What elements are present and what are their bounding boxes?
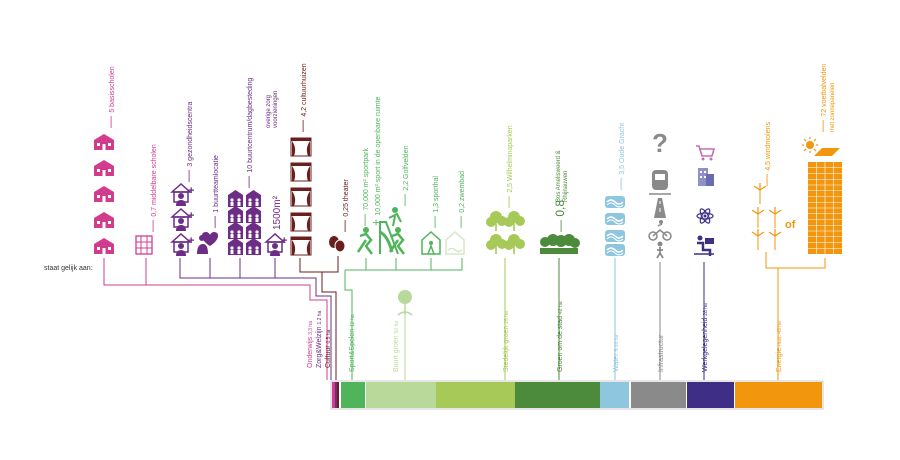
water-icon [604, 195, 626, 257]
bar-segment-werk [687, 382, 734, 408]
sports-icon [388, 227, 405, 255]
category-label-energie: Energie max. 49 ha [776, 321, 783, 372]
bar-segment-water [600, 382, 629, 408]
health-icon: + + + [171, 183, 194, 256]
label-dagbesteding: — 10 buurtcentrum/dagbesteding [241, 78, 255, 188]
bar-segment-buurtgroen [366, 382, 436, 408]
label-openbare-ruimte: + 10,000 m² sport in de openbare ruimte [369, 96, 383, 226]
atom-icon [696, 208, 714, 224]
bar-segment-energie [735, 382, 822, 408]
pedestrian-icon [656, 241, 664, 259]
road-icon [654, 198, 666, 218]
svg-text:+: + [188, 185, 194, 197]
worker-icon [694, 235, 714, 256]
masks-icon [329, 236, 346, 253]
building-icon [135, 235, 153, 255]
bar-segment-onderwijs [332, 382, 335, 408]
windmill-icon [751, 182, 782, 251]
bar-segment-sport [341, 382, 365, 408]
bar-segment-stedelijk [436, 382, 515, 408]
label-theater: — 0,25 theater [337, 179, 351, 232]
sports-icon [356, 227, 373, 255]
forest-icon [540, 234, 580, 254]
slide-icon [379, 207, 402, 255]
category-label-sport: Sport&Spelen 12 ha [349, 314, 356, 372]
category-label-infra: Infrastructur [658, 334, 665, 372]
label-sportpark: — 70,000 m² sportpark [357, 148, 371, 226]
label-1500: 1500m² [272, 195, 283, 230]
category-label-zorg: Zorg&Welzijn 1,2 ha [316, 310, 323, 368]
lollipop-tree-icon [397, 290, 413, 316]
sporthall-icon [421, 230, 441, 255]
label-zwembad: — 0,2 zwembad [453, 171, 467, 228]
bar-segment-groen_stad [515, 382, 600, 408]
bar-segment-cultuur [337, 382, 339, 408]
category-label-cultuur: Cultuur 0,5 ha [325, 329, 332, 368]
label-basisscholen: — 5 basisscholen [103, 66, 117, 128]
label-wilhelmina: — 2,5 Wilhelminaparken [501, 125, 515, 208]
label-middelbare: — 0,7 middelbare scholen [145, 144, 159, 232]
svg-text:+: + [188, 210, 194, 222]
tree-icon [486, 211, 525, 254]
svg-text:?: ? [652, 128, 668, 158]
daycare-icon [228, 190, 261, 255]
category-label-buurtgroen: Buurt groen 50 ha [393, 321, 400, 372]
category-label-stedelijk: Stedelijk groen 25 ha [503, 311, 510, 372]
sun-icon [802, 137, 818, 153]
solar-panel-icon [808, 148, 842, 254]
staat-gelijk-label: staat gelijk aan: [44, 265, 93, 272]
label-oude-gracht: — 3,5 Oude Gracht [613, 123, 627, 190]
train-icon [649, 170, 671, 195]
cart-icon [696, 145, 716, 161]
label-of: of [785, 219, 796, 231]
pool-icon [445, 230, 465, 255]
category-label-werk: Werkgelegenheid 28 ha [702, 303, 709, 372]
connector-lines [103, 252, 826, 380]
category-label-water: Water 5-10 ha [613, 334, 620, 372]
label-bos-num: — 0,8 [553, 200, 567, 232]
category-label-onderwijs: Onderwijs 3,3 ha [307, 321, 314, 368]
health-icon: + [265, 233, 287, 256]
label-bos-2: Rhijnauwen [563, 171, 569, 202]
office-icon [698, 168, 714, 186]
label-overige-zorg-2: voorzieningen [273, 91, 279, 128]
heart-icon [197, 232, 219, 254]
label-buurtteam: — 1 buurtteamlocatie [207, 155, 221, 228]
label-golfvelden: — 2,2 Golfvelden [397, 145, 411, 206]
school-icon [94, 134, 114, 254]
label-bos-1: Bos Amelisweerd & [556, 150, 562, 202]
area-bar [330, 380, 824, 410]
question-icon: ? [652, 128, 668, 158]
label-voetbalvelden-2: met zonnepanelen [830, 83, 836, 132]
label-overige-zorg-1: overige zorg [266, 95, 272, 128]
label-sporthal: — 1,3 sporthal [427, 176, 441, 228]
theater-curtain-icon [290, 137, 312, 256]
label-windmolens: — 4,5 windmolens [759, 122, 773, 186]
label-voetbalvelden-1: — 72 voetbalvelden [815, 64, 829, 132]
bar-segment-infra [631, 382, 686, 408]
bar-segment-zorg [335, 382, 337, 408]
labels: — 5 basisscholen — 0,7 middelbare schole… [44, 63, 836, 272]
category-label-groen_stad: Groen om de stad 42 ha [557, 301, 564, 372]
label-gezondheid: — 3 gezondheidscentra [181, 102, 195, 182]
cyclist-icon [648, 220, 672, 241]
svg-text:+: + [188, 235, 194, 247]
label-cultuurhuizen: — 4,2 cultuurhuizen [295, 63, 309, 132]
svg-text:+: + [281, 235, 287, 247]
